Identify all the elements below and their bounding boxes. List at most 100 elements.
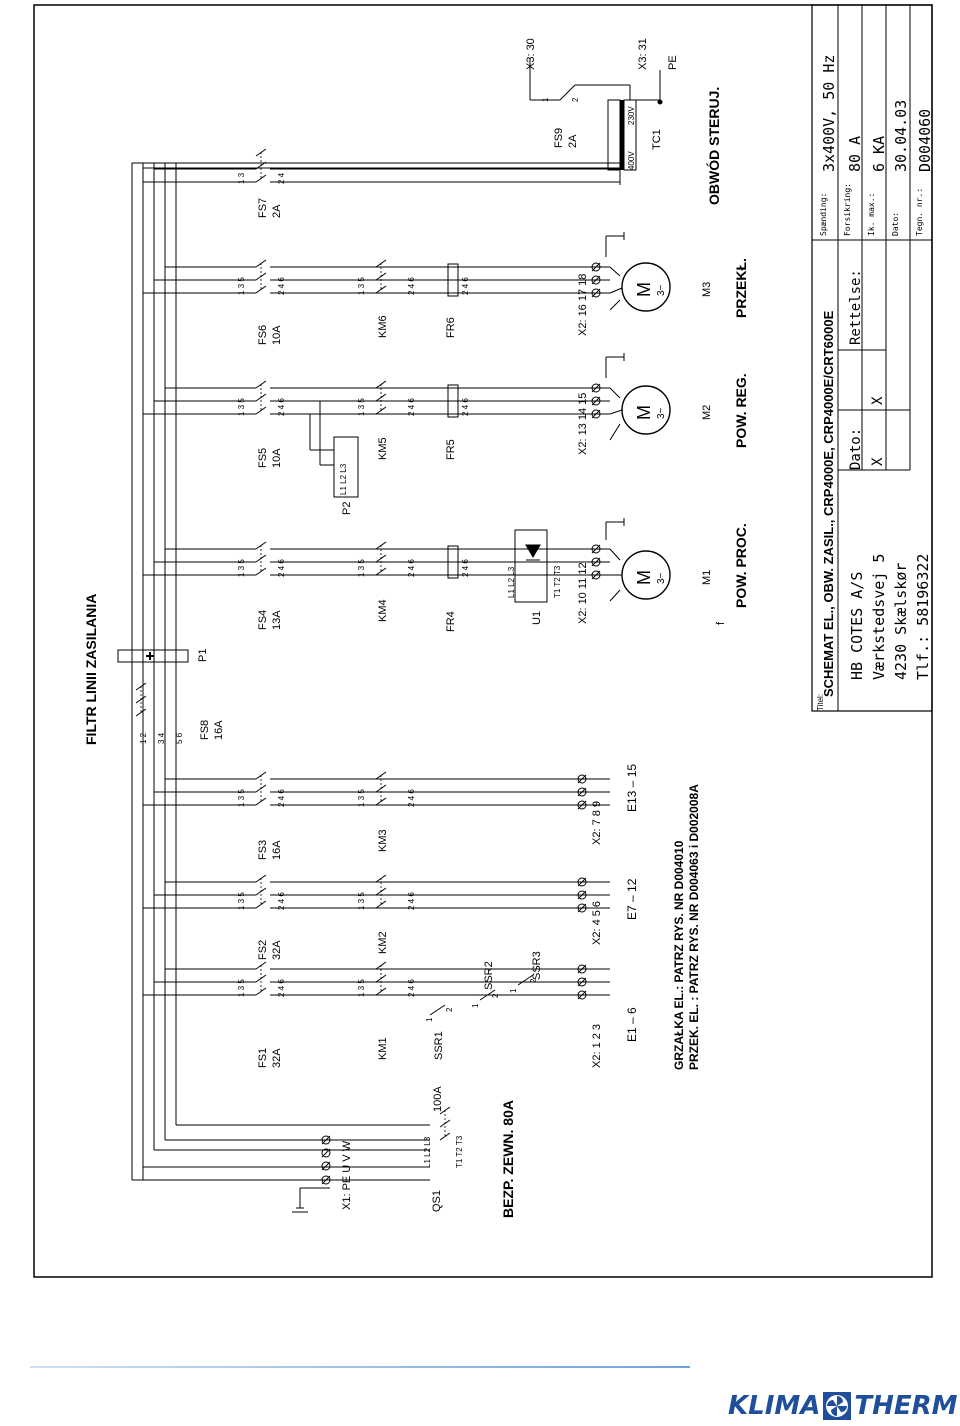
pins-km1-in: 1 3 5 [357, 979, 366, 997]
pins-km5-in: 1 3 5 [357, 398, 366, 416]
pins-fr5: 2 4 6 [461, 398, 470, 416]
pins-fr6: 2 4 6 [461, 277, 470, 295]
qs1-bot: T1 T2 T3 [455, 1135, 464, 1168]
pins-fs6-in: 1 3 5 [237, 277, 246, 295]
pins-km1-out: 2 4 6 [407, 979, 416, 997]
main-switch-qs1 [132, 1107, 450, 1212]
fs5-label: FS5 [257, 448, 269, 468]
m2-label: M2 [701, 405, 713, 420]
m1-sub: 3~ [656, 572, 667, 584]
forsikring-value: 80 A [846, 136, 864, 172]
p2-terminals: L1 L2 L3 [339, 463, 348, 495]
pins-fr4: 2 4 6 [461, 559, 470, 577]
x2-group-1: X2: 1 2 3 [591, 1024, 603, 1068]
contactors [376, 260, 386, 995]
u1-in: L1 L2 L3 [507, 566, 516, 598]
fs3-label: FS3 [257, 840, 269, 860]
pins-fs2-in: 1 3 5 [237, 892, 246, 910]
bezp-label: BEZP. ZEWN. 80A [500, 1100, 516, 1218]
pins-fs8-c: 5 6 [175, 732, 184, 744]
ssr2-label: SSR2 [483, 961, 495, 990]
p2-label: P2 [341, 502, 353, 515]
tc-in-label: 400V [627, 151, 636, 170]
f-mark: f [715, 621, 727, 625]
line-filter-p1 [118, 648, 188, 740]
ik-value: 6 KA [870, 136, 888, 172]
dato-x: X [870, 457, 886, 466]
pow-proc-label: POW. PROC. [733, 523, 749, 608]
title-block: Titel: SCHEMAT EL., OBW. ZASIL., CRP4000… [812, 5, 934, 711]
qs1-top: L1 L2 L3 [423, 1136, 432, 1168]
tegn-value: D004060 [916, 109, 934, 172]
terminal-x1 [322, 1136, 330, 1184]
fs8-rating: 16A [213, 720, 225, 740]
x1-label: X1: PE U V W [341, 1140, 353, 1210]
ssr3-label: SSR3 [531, 951, 543, 980]
pins-km5-out: 2 4 6 [407, 398, 416, 416]
dato2-value: 30.04.03 [892, 100, 910, 172]
logo-left-word: KLIMA [728, 1391, 820, 1421]
p1-label: P1 [197, 649, 209, 662]
terminal-x2 [578, 263, 600, 999]
fr5-label: FR5 [445, 439, 457, 460]
tegn-label: Tegn. nr.: [915, 188, 924, 236]
u1-label: U1 [531, 611, 543, 625]
pins-fs7-in: 1 3 [237, 172, 246, 184]
fr6-label: FR6 [445, 317, 457, 338]
company-name: HB COTES A/S [848, 572, 866, 680]
obwod-label: OBWÓD STERUJ. [705, 87, 722, 205]
overload-relays [448, 264, 458, 578]
pin-ssr1-b: 2 [445, 1007, 454, 1012]
pins-fs1-out: 2 4 6 [277, 979, 286, 997]
pins-fs8-b: 3 4 [157, 732, 166, 744]
x2-group-6: X2: 16 17 18 [577, 274, 589, 336]
fs5-rating: 10A [271, 448, 283, 468]
fs7-rating: 2A [271, 204, 283, 218]
fs2-label: FS2 [257, 940, 269, 960]
footer-rule [30, 1366, 690, 1368]
x3-31-label: X3: 31 [637, 38, 649, 70]
x2-group-5: X2: 13 14 15 [577, 393, 589, 455]
pins-km4-in: 1 3 5 [357, 559, 366, 577]
pins-fs2-out: 2 4 6 [277, 892, 286, 910]
pins-km6-in: 1 3 5 [357, 277, 366, 295]
fs9-rating: 2A [567, 134, 579, 148]
pins-km2-in: 1 3 5 [357, 892, 366, 910]
m2-sub: 3~ [656, 407, 667, 419]
company-street: Værkstedsvej 5 [870, 554, 888, 680]
pow-reg-label: POW. REG. [733, 373, 749, 448]
km6-label: KM6 [377, 315, 389, 338]
dato2-label: Dato: [891, 212, 900, 236]
monitor-p2 [310, 401, 358, 497]
m3-sub: 3~ [656, 284, 667, 296]
pins-fs4-in: 1 3 5 [237, 559, 246, 577]
logo-right-word: THERM [854, 1391, 957, 1421]
pin-fs9-a: 1 [541, 97, 550, 102]
rettelse-x: X [870, 396, 886, 405]
company-city: 4230 Skælskør [892, 563, 910, 680]
pins-km6-out: 2 4 6 [407, 277, 416, 295]
pins-km4-out: 2 4 6 [407, 559, 416, 577]
fs2-rating: 32A [271, 940, 283, 960]
fuse-switches [136, 149, 266, 995]
fs3-rating: 16A [271, 840, 283, 860]
fan-icon [822, 1391, 852, 1421]
pins-fs5-out: 2 4 6 [277, 398, 286, 416]
km3-label: KM3 [377, 829, 389, 852]
pin-ssr2-a: 1 [471, 1003, 480, 1008]
pins-km3-in: 1 3 5 [357, 789, 366, 807]
km2-label: KM2 [377, 931, 389, 954]
rettelse-label: Rettelse: [848, 269, 864, 345]
fs6-rating: 10A [271, 325, 283, 345]
heater-group-3: E13 – 15 [625, 764, 639, 812]
control-circuit [530, 58, 662, 185]
fs9-label: FS9 [553, 128, 565, 148]
pin-ssr1-a: 1 [425, 1017, 434, 1022]
qs1-label: QS1 [431, 1190, 443, 1212]
pins-fs8-a: 1 2 [139, 732, 148, 744]
drawing-title: SCHEMAT EL., OBW. ZASIL., CRP4000E, CRP4… [821, 310, 836, 697]
pins-fs6-out: 2 4 6 [277, 277, 286, 295]
przek-label: PRZEK. EL. : PATRZ RYS. NR D004063 i D00… [687, 784, 701, 1070]
pins-km3-out: 2 4 6 [407, 789, 416, 807]
spending-value: 3x400V, 50 Hz [820, 55, 838, 172]
